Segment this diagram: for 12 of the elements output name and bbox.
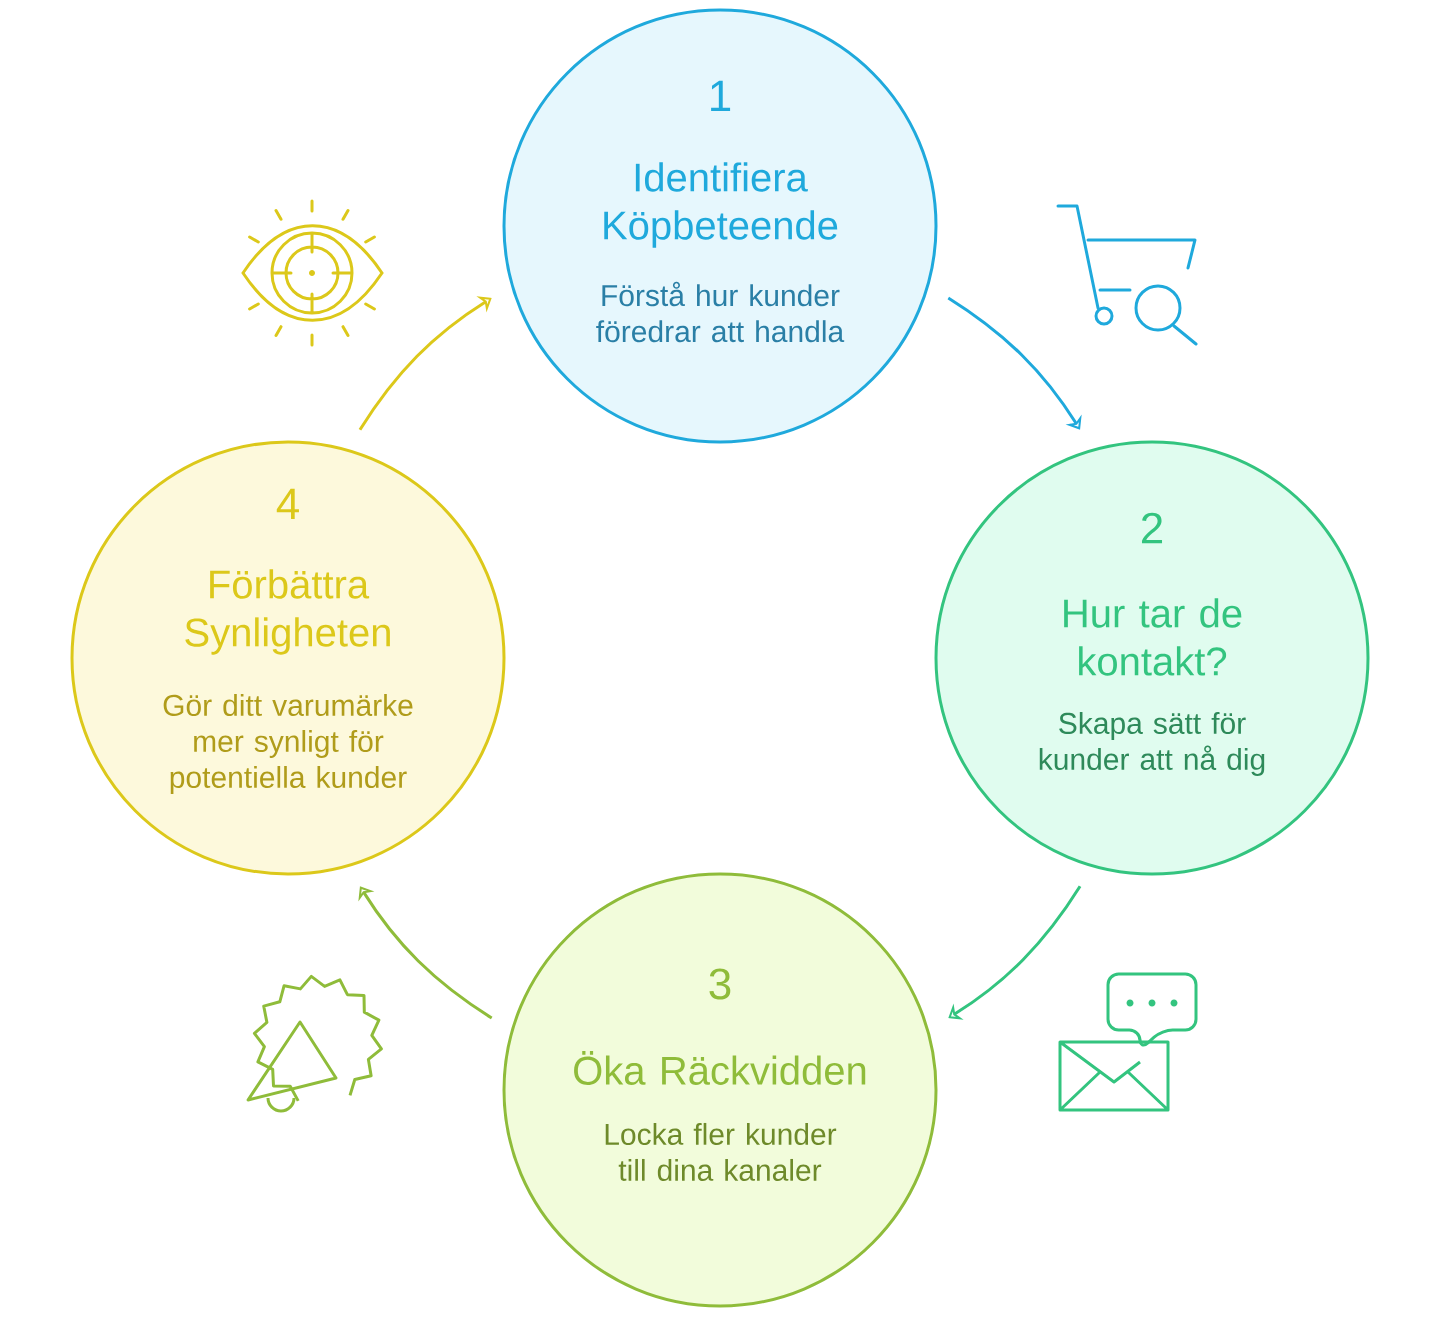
step-description: Locka fler kunder till dina kanaler bbox=[605, 1122, 837, 1181]
step-number: 4 bbox=[276, 488, 299, 520]
step-description: Skapa sätt för kunder att nå dig bbox=[1039, 712, 1265, 776]
step-title: Förbättra Synligheten bbox=[185, 569, 390, 655]
step-title: Identifiera Köpbeteende bbox=[604, 162, 838, 248]
step-title: Öka Räckvidden bbox=[574, 1051, 866, 1085]
step-description: Gör ditt varumärke mer synligt för potentiella kunder bbox=[163, 694, 413, 794]
step-description: Förstå hur kunder föredrar att handla bbox=[596, 281, 845, 343]
step-number: 3 bbox=[709, 968, 731, 1000]
step-number: 2 bbox=[1142, 512, 1162, 544]
step-number: 1 bbox=[711, 80, 731, 112]
step-title: Hur tar de kontakt? bbox=[1064, 598, 1242, 676]
